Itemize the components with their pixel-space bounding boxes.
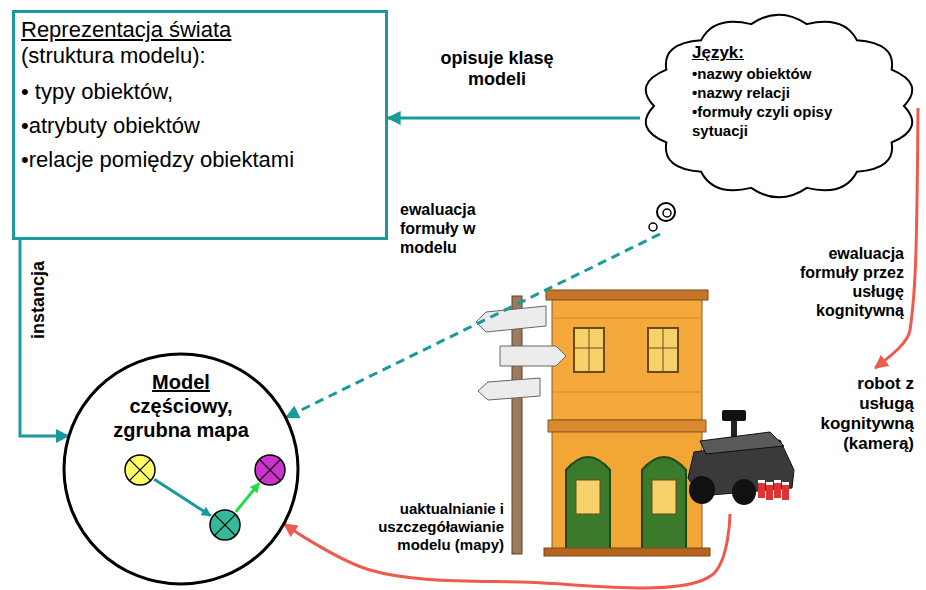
node-heading: Reprezentacja świata xyxy=(21,17,377,43)
connector-arrow xyxy=(388,117,640,120)
edge-label: uaktualnianie i uszczegóławianie modelu … xyxy=(350,500,506,554)
robot-node: robot z usługą kognitywną (kamerą) xyxy=(680,368,918,514)
edge-label: instancja xyxy=(28,259,49,341)
text-block: robot z usługą kognitywną (kamerą) xyxy=(804,374,914,454)
text-block: Język:•nazwy obiektów•nazwy relacji•form… xyxy=(692,42,888,140)
house-picture xyxy=(648,328,678,372)
robot-picture xyxy=(782,482,789,500)
house-picture xyxy=(548,420,706,432)
map-place xyxy=(129,459,150,480)
map-place xyxy=(259,459,280,480)
robot-picture xyxy=(758,480,765,498)
robot-picture xyxy=(732,479,756,505)
text-block: Modelczęściowy, zgrubna mapa xyxy=(102,370,260,442)
robot-picture xyxy=(782,482,789,485)
map-arrow xyxy=(236,483,259,512)
map-place xyxy=(129,459,150,480)
signpost-picture xyxy=(512,296,522,554)
robot-picture xyxy=(774,480,781,483)
map-arrow xyxy=(154,479,210,516)
house-picture xyxy=(544,548,710,556)
house-picture xyxy=(552,318,702,319)
node-text: (struktura modelu): xyxy=(21,43,377,69)
map-place xyxy=(214,514,235,535)
signpost-picture xyxy=(500,346,566,366)
node-text: •atrybuty obiektów xyxy=(21,113,377,139)
map-place xyxy=(255,455,285,485)
model-outline xyxy=(64,354,298,584)
house-picture xyxy=(552,300,702,420)
edge-label: ewaluacja formuły w modelu xyxy=(398,200,520,257)
house-picture xyxy=(566,457,610,550)
node-text: częściowy, zgrubna mapa xyxy=(102,394,260,442)
map-place xyxy=(125,455,155,485)
connector-arrow xyxy=(286,234,660,417)
map-place xyxy=(125,455,155,485)
house-picture xyxy=(648,348,678,349)
robot-picture xyxy=(758,480,765,483)
robot-picture xyxy=(722,410,746,421)
map-place xyxy=(214,514,235,535)
signpost-picture xyxy=(476,306,546,332)
map-place xyxy=(210,510,240,540)
house-picture xyxy=(574,348,604,349)
map-place xyxy=(255,455,285,485)
house-picture xyxy=(652,480,676,514)
node-text: •formuły czyli opisy sytuacji xyxy=(692,102,888,140)
process-box: Reprezentacja świata(struktura modelu): •… xyxy=(12,10,388,240)
robot-picture xyxy=(766,482,773,500)
cloud-tail xyxy=(657,203,675,221)
cloud-outline xyxy=(646,15,912,198)
map-place xyxy=(210,510,240,540)
house-picture xyxy=(663,328,664,372)
robot-picture xyxy=(689,476,715,504)
cloud-tail xyxy=(649,223,657,231)
edge-label: opisuje klasę modeli xyxy=(420,48,574,90)
robot-picture xyxy=(688,410,794,505)
robot-picture xyxy=(766,482,773,485)
house-picture xyxy=(576,480,600,514)
text-block: Reprezentacja świata(struktura modelu): •… xyxy=(21,17,377,173)
house-picture xyxy=(552,432,702,550)
house-picture xyxy=(642,457,686,550)
house-picture xyxy=(544,290,710,556)
signpost-picture xyxy=(478,378,540,400)
node-heading: robot z usługą kognitywną (kamerą) xyxy=(804,374,914,454)
house-picture xyxy=(546,290,708,300)
model-circle: Modelczęściowy, zgrubna mapa xyxy=(62,352,300,586)
node-heading: Model xyxy=(102,370,260,394)
connector-arrow xyxy=(20,240,68,436)
robot-picture xyxy=(700,432,784,454)
house-picture xyxy=(589,328,590,372)
node-text: •nazwy relacji xyxy=(692,83,888,102)
map-place xyxy=(259,459,280,480)
node-text: •relacje pomiędzy obiektami xyxy=(21,147,377,173)
node-text: •nazwy obiektów xyxy=(692,64,888,83)
cloud-outline xyxy=(640,8,918,234)
house-picture xyxy=(552,392,702,393)
robot-picture xyxy=(774,480,781,498)
language-cloud: Język:•nazwy obiektów•nazwy relacji•form… xyxy=(640,8,918,234)
node-heading: Język: xyxy=(692,42,888,64)
node-text: • typy obiektów, xyxy=(21,79,377,105)
house-picture xyxy=(574,328,604,372)
edge-label: ewaluacja formuły przez usługę kognitywn… xyxy=(782,244,906,320)
cloud-tail xyxy=(663,209,671,217)
